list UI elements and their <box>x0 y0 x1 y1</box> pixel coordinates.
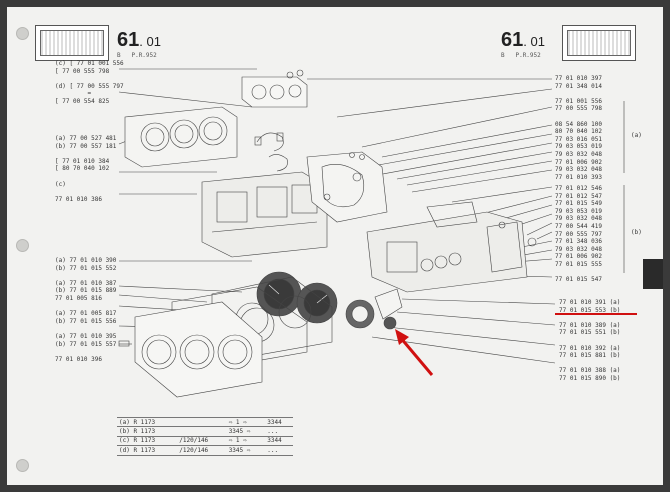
vehicle-badge-right <box>562 25 636 61</box>
labels-left-group-2: (a) 77 00 527 481(b) 77 00 557 181 [ 77 … <box>55 135 117 203</box>
section-tab <box>643 259 663 289</box>
catalog-page: 61. 01 B P.R.952 61. 01 B P.R.952 <box>7 7 663 485</box>
label-bracket-b: (b) <box>631 229 642 236</box>
binder-hole <box>16 27 29 40</box>
page-code-left: B P.R.952 <box>117 52 157 59</box>
labels-left-group-1: (c) [ 77 01 001 556 [ 77 00 555 798 (d) … <box>55 60 124 105</box>
label-bracket-a: (a) <box>631 132 642 139</box>
red-arrow <box>395 329 409 345</box>
vehicle-badge-left <box>35 25 109 61</box>
page-code-right: B P.R.952 <box>501 52 541 59</box>
binder-hole <box>16 459 29 472</box>
page-number-left: 61. 01 <box>117 29 161 51</box>
labels-left-group-3: (a) 77 01 010 390(b) 77 01 015 552 (a) 7… <box>55 257 117 363</box>
page-number-right: 61. 01 <box>501 29 545 51</box>
labels-right-group-3: 77 01 010 391 (a)77 01 015 553 (b) 77 01… <box>559 299 621 382</box>
table-row: (c) R 1173/120/146⇨ 1 ⇨3344 <box>117 435 293 446</box>
binder-hole <box>16 239 29 252</box>
exploded-parts-diagram <box>118 68 637 398</box>
table-row: (a) R 1173⇨ 1 ⇨3344 <box>117 416 293 427</box>
